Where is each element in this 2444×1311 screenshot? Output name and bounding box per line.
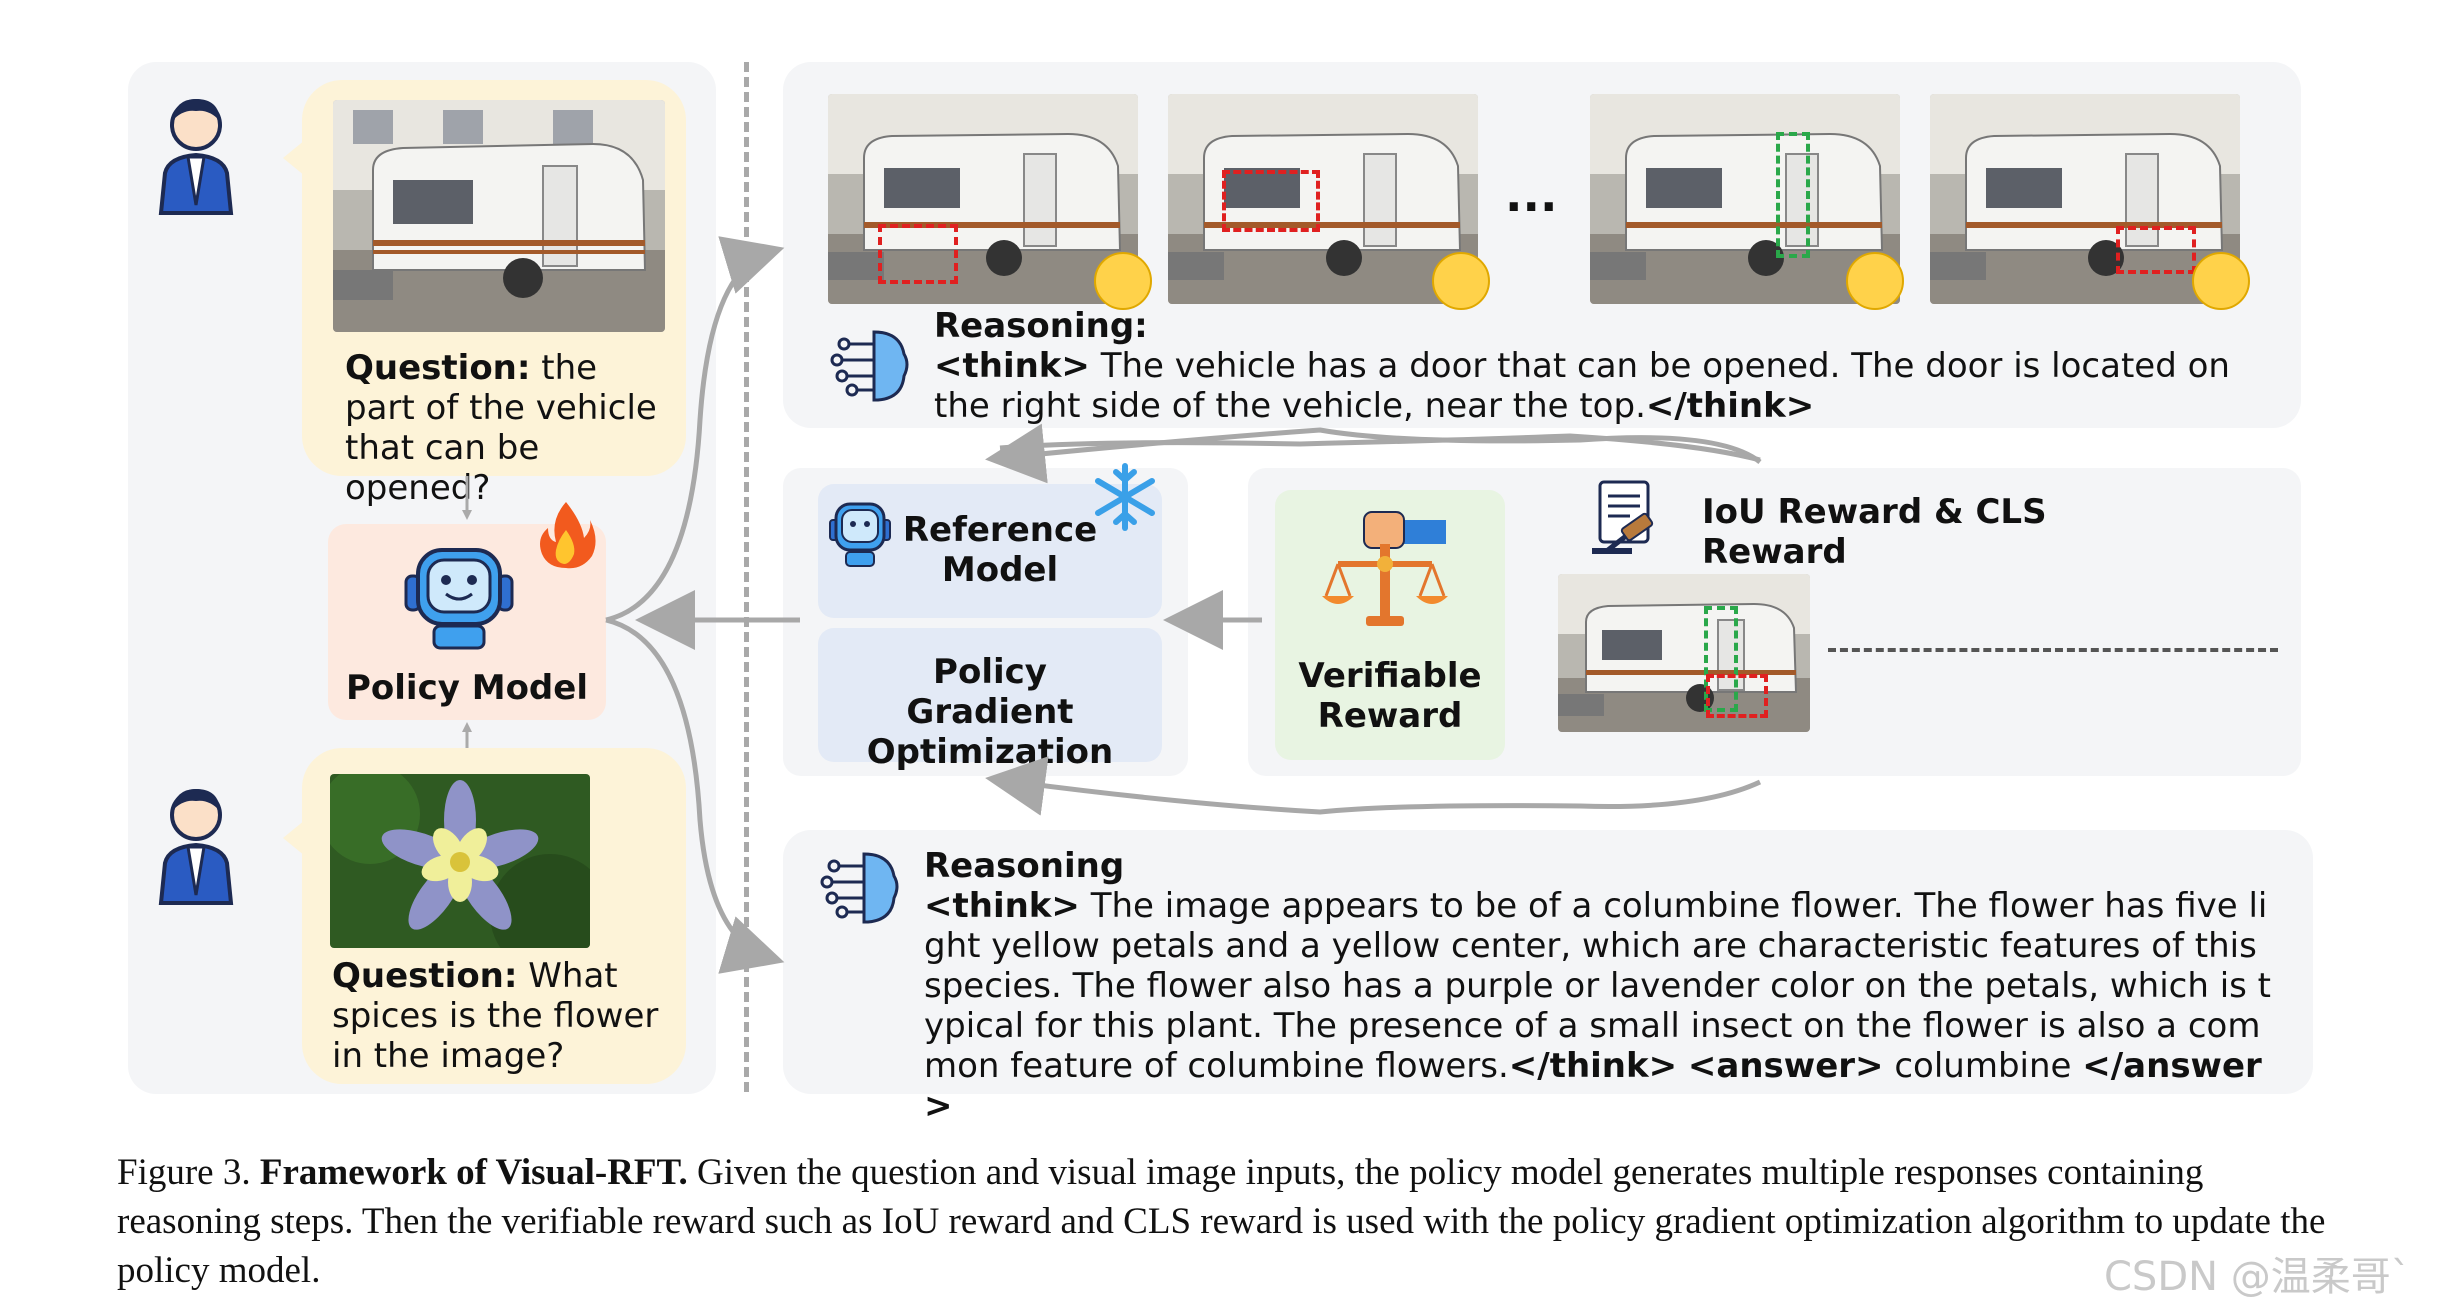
question-label: Question: [332,956,518,996]
response-image-1 [828,94,1138,304]
user-avatar-icon [155,95,237,215]
watermark: CSDN @温柔哥` [2104,1254,2411,1300]
response-image-3 [1590,94,1900,304]
gavel-document-icon [1586,476,1666,556]
figure-number: Figure 3. [117,1152,251,1193]
predicted-bbox [1776,132,1810,258]
answer-open-tag: <answer> [1687,1046,1884,1086]
think-close-tag: </think> [1645,386,1815,426]
predicted-bbox [2116,226,2196,274]
snowflake-icon [1090,462,1160,532]
bubble-tail [283,140,305,176]
brain-chip-icon [830,324,914,408]
reasoning-body: <think> The vehicle has a door that can … [934,346,2274,426]
smiling-face-icon [1432,252,1490,310]
answer-value: columbine [1883,1046,2083,1086]
policy-gradient-box [818,628,1162,762]
flower-photo [330,774,590,948]
reasoning-content: The vehicle has a door that can be opene… [934,346,2230,426]
policy-gradient-label: Policy Gradient Optimization [866,652,1114,772]
top-reasoning-text: Reasoning: <think> The vehicle has a doo… [934,306,2274,426]
reasoning-content: The image appears to be of a columbine f… [924,886,2272,1086]
reward-example-image [1558,574,1810,732]
crying-face-icon [1846,252,1904,310]
bottom-reasoning-text: Reasoning <think> The image appears to b… [924,846,2284,1126]
scale-icon [1320,504,1460,632]
think-open-tag: <think> [934,346,1090,386]
fire-icon [536,500,596,570]
predicted-bbox [1706,674,1768,718]
user-avatar-icon [155,785,237,905]
predicted-bbox [1222,170,1320,232]
bubble-tail [283,820,305,856]
answer-close-tag: </answer> [924,1046,2262,1126]
crying-face-icon [1094,252,1152,310]
bottom-response-panel [783,830,2313,1094]
response-image-4 [1930,94,2240,304]
reference-model-label: Reference Model [902,510,1098,590]
question-body: What spices is the flower in the image? [332,956,659,1076]
arrow-down [462,476,472,522]
question-label: Question: [345,348,531,388]
caravan-photo [333,100,665,332]
policy-model-label: Policy Model [346,668,588,708]
reasoning-title: Reasoning [924,846,1125,886]
figure-body: Given the question and visual image inpu… [117,1152,2326,1291]
verifiable-reward-label: Verifiable Reward [1298,656,1482,736]
think-close-tag: </think> [1508,1046,1678,1086]
crying-face-icon [2192,252,2250,310]
brain-chip-icon [820,846,904,930]
predicted-bbox [878,224,958,284]
divider [744,62,749,1092]
ellipsis: ... [1505,168,1558,222]
reasoning-body: <think> The image appears to be of a col… [924,886,2284,1126]
robot-icon [400,542,518,652]
reward-title: IoU Reward & CLS Reward [1702,492,2047,572]
formula-divider [1828,648,2278,652]
reasoning-title: Reasoning: [934,306,1148,346]
figure-title: Framework of Visual-RFT. [259,1152,688,1193]
reference-robot-icon [826,500,894,572]
response-image-2 [1168,94,1478,304]
ground-truth-bbox [1704,606,1738,712]
figure-caption: Figure 3. Framework of Visual-RFT. Given… [117,1148,2347,1295]
question-flower-text: Question: What spices is the flower in t… [332,956,672,1076]
think-open-tag: <think> [924,886,1080,926]
